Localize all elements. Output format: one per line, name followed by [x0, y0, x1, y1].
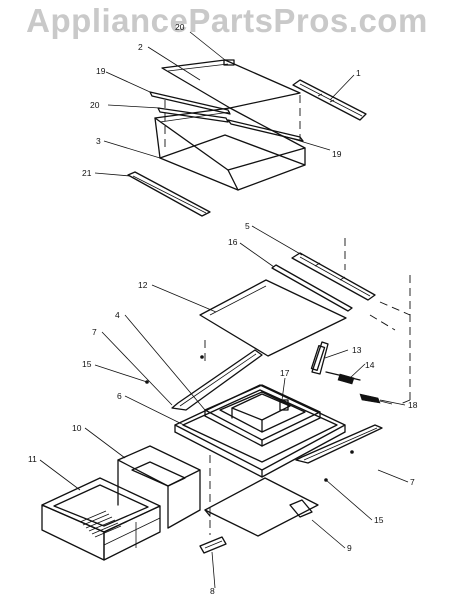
- part-12-glass-cover[interactable]: [199, 279, 347, 357]
- callout-13: 13: [352, 345, 362, 355]
- crisper-cover-assembly: [145, 238, 411, 554]
- part-13-slide-control[interactable]: [311, 341, 329, 375]
- part-5-cover-rail[interactable]: [291, 252, 376, 301]
- callout-3: 3: [96, 136, 101, 146]
- part-19-rail-right[interactable]: [227, 119, 304, 142]
- callout-leaders: [39, 31, 409, 589]
- callout-19-right: 19: [332, 149, 342, 159]
- part-20-clip-top[interactable]: [223, 59, 235, 66]
- callout-7-right: 7: [410, 477, 415, 487]
- part-17-clip[interactable]: [279, 399, 289, 411]
- callout-9: 9: [347, 543, 352, 553]
- part-9-support-bracket[interactable]: [204, 477, 319, 537]
- callout-17: 17: [280, 368, 290, 378]
- callout-19-left: 19: [96, 66, 106, 76]
- part-3-shelf-frame[interactable]: [154, 107, 306, 171]
- callout-15-right: 15: [374, 515, 384, 525]
- part-17-inner-box[interactable]: [231, 393, 291, 421]
- part-3-lower-pan[interactable]: [159, 134, 306, 191]
- callout-11: 11: [28, 454, 37, 464]
- part-19-rail-left[interactable]: [149, 91, 231, 115]
- callout-10: 10: [72, 423, 82, 433]
- part-18-connector[interactable]: [359, 393, 381, 404]
- callout-2: 2: [138, 42, 143, 52]
- part-1-shelf-rail[interactable]: [292, 79, 367, 121]
- part-8-retainer-clip[interactable]: [199, 536, 227, 554]
- watermark-logo: AppliancePartsPros.com: [26, 2, 428, 39]
- part-20-clip-mid[interactable]: [157, 107, 229, 123]
- callout-1: 1: [356, 68, 361, 78]
- callout-6: 6: [117, 391, 122, 401]
- upper-shelf-assembly: [127, 59, 367, 217]
- callout-21: 21: [82, 168, 92, 178]
- part-7-side-rail-left[interactable]: [171, 349, 263, 411]
- callout-labels: 20 2 19 1 20 3 19 21 5 16 12 4 7 13 15 1…: [28, 22, 418, 596]
- callout-20-top: 20: [175, 22, 185, 32]
- callout-12: 12: [138, 280, 148, 290]
- callout-4: 4: [115, 310, 120, 320]
- callout-7-left: 7: [92, 327, 97, 337]
- callout-14: 14: [365, 360, 375, 370]
- callout-20-mid: 20: [90, 100, 100, 110]
- callout-15-left: 15: [82, 359, 92, 369]
- crisper-drawers: [41, 445, 201, 561]
- callout-16: 16: [228, 237, 238, 247]
- part-21-front-trim[interactable]: [127, 171, 211, 217]
- callout-18: 18: [408, 400, 418, 410]
- callout-8: 8: [210, 586, 215, 596]
- callout-5: 5: [245, 221, 250, 231]
- part-16-strip[interactable]: [271, 264, 353, 312]
- drawer-vent-grille: [79, 510, 122, 538]
- part-2-glass-shelf[interactable]: [161, 59, 301, 109]
- part-7-side-rail-right[interactable]: [295, 424, 383, 464]
